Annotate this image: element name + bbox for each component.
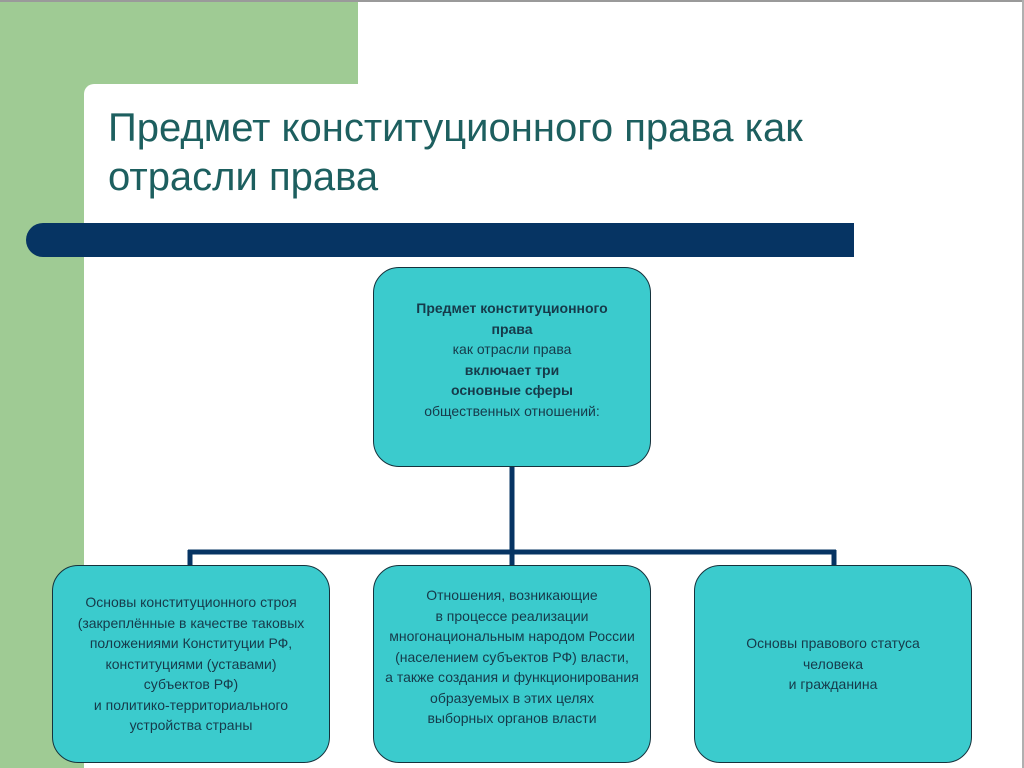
slide-frame-right [1022,0,1024,768]
box-text-line: выборных органов власти [427,710,597,727]
box-text-line: субъектов РФ) [143,676,239,693]
subject-box: Предмет конституционного права как отрасли… [373,267,651,467]
power-relations-box: Отношения, возникающие в процессе реализа… [373,565,651,763]
slide-title-line-2: отрасли права [108,155,379,199]
box-text-line: в процессе реализации [435,607,589,624]
box-text-line: права [491,320,533,337]
slide-title: Предмет конституционного права как отрас… [108,104,968,202]
title-underline-bar [26,223,854,257]
box-text-line: положениями Конституции РФ, [89,635,293,652]
box-text-line: и политико-территориального [93,696,289,713]
box-text-line: Предмет конституционного [416,300,608,316]
box-text-line: Основы правового статуса [746,635,920,652]
box-text-line: устройства страны [129,717,253,734]
box-text-line: (населением субъектов РФ) власти, [395,648,629,665]
slide-title-line-1: Предмет конституционного права как [108,106,803,150]
decorative-green-block [0,0,358,88]
box-text-line: конституциями (уставами) [105,655,277,672]
box-text-line: как отрасли права [452,341,572,357]
box-text-line: Отношения, возникающие [426,587,598,604]
box-text-line: включает три [464,361,560,378]
box-text-line: общественных отношений: [424,402,600,419]
box-text-line: Основы конституционного строя [85,594,297,611]
box-text-line: многонациональным народом России [389,628,635,645]
box-text-line: человека [802,655,863,672]
slide-frame-top [0,0,1024,2]
box-text-line: (закреплённые в качестве таковых [77,614,305,631]
box-text-line: образуемых в этих целях [430,689,594,706]
box-text-line: а также создания и функционирования [385,669,639,686]
legal-status-box: Основы правового статуса человека и гражда… [694,565,972,763]
box-text-line: основные сферы [450,382,573,398]
box-text-line: и гражданина [788,676,878,693]
constitutional-order-box: Основы конституционного строя (закреплённ… [52,565,330,763]
